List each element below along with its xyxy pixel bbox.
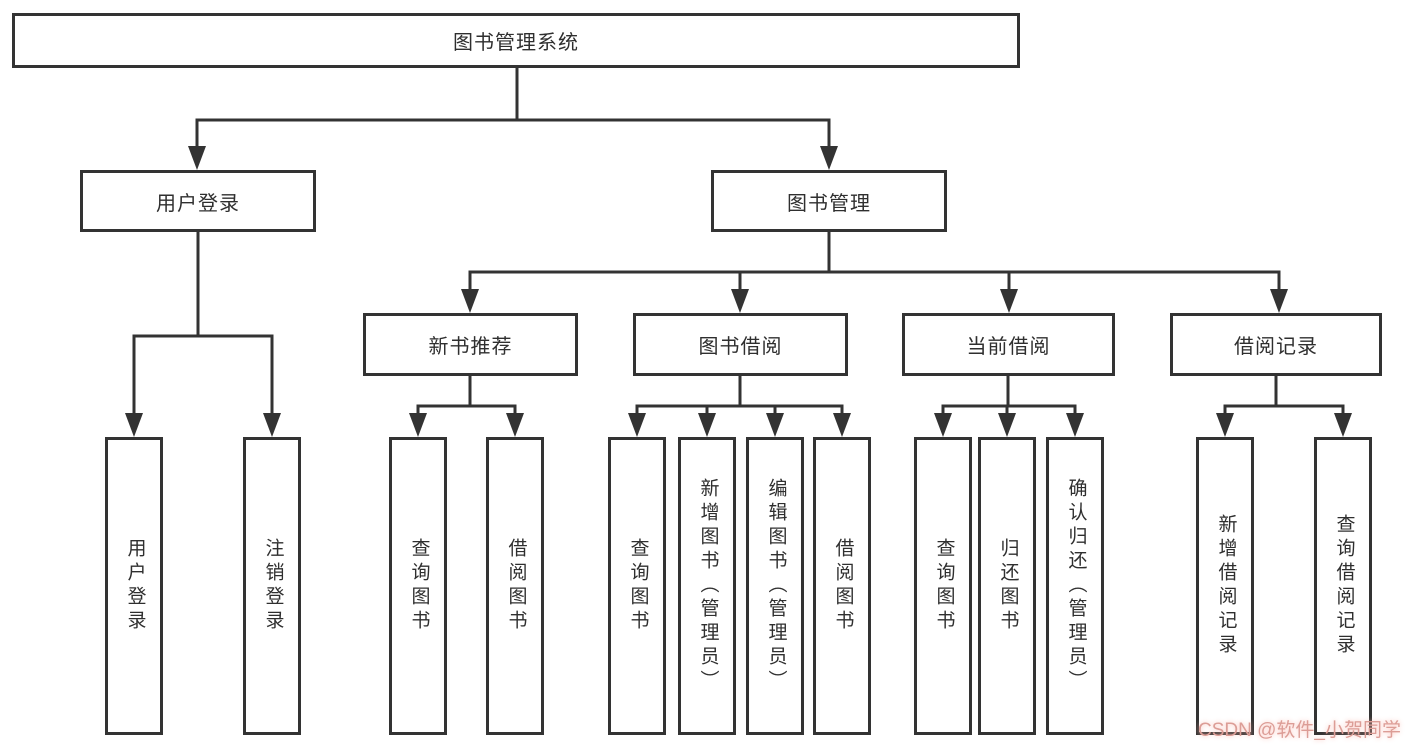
arrow-icon — [628, 413, 646, 437]
leaf-label: 借阅图书 — [832, 538, 854, 634]
arrow-icon — [188, 146, 206, 170]
arrow-icon — [1270, 289, 1288, 313]
arrow-icon — [461, 289, 479, 313]
arrow-icon — [731, 289, 749, 313]
leaf-label: 新增图书（管理员） — [697, 478, 719, 694]
leaf-newbook-query: 查询图书 — [389, 437, 447, 735]
node-new-book-recommend: 新书推荐 — [363, 313, 578, 376]
connector-record-rail — [1223, 404, 1345, 416]
node-book-borrow: 图书借阅 — [633, 313, 848, 376]
node-current-borrow: 当前借阅 — [902, 313, 1115, 376]
connector-borrow-rail — [635, 404, 844, 416]
leaf-borrow-add-admin: 新增图书（管理员） — [678, 437, 736, 735]
connector-userlogin-rail — [132, 334, 274, 416]
leaf-label: 查询图书 — [408, 538, 430, 634]
arrowheads — [125, 146, 1352, 437]
arrow-icon — [1000, 289, 1018, 313]
leaf-current-confirm-admin: 确认归还（管理员） — [1046, 437, 1104, 735]
arrow-icon — [698, 413, 716, 437]
leaf-label: 用户登录 — [124, 538, 146, 634]
arrow-icon — [833, 413, 851, 437]
connector-current-rail — [941, 404, 1077, 416]
connector-root-rail — [195, 118, 831, 152]
leaf-label: 查询图书 — [933, 538, 955, 634]
leaf-label: 编辑图书（管理员） — [765, 478, 787, 694]
node-borrow-record: 借阅记录 — [1170, 313, 1382, 376]
csdn-watermark: CSDN @软件_小贺同学 — [1198, 720, 1401, 741]
arrow-icon — [766, 413, 784, 437]
leaf-current-query: 查询图书 — [914, 437, 972, 735]
node-book-management: 图书管理 — [711, 170, 947, 232]
leaf-label: 注销登录 — [262, 538, 284, 634]
leaf-label: 查询借阅记录 — [1333, 514, 1355, 658]
leaf-record-query: 查询借阅记录 — [1314, 437, 1372, 735]
leaf-borrow-edit-admin: 编辑图书（管理员） — [746, 437, 804, 735]
leaf-logout: 注销登录 — [243, 437, 301, 735]
arrow-icon — [1334, 413, 1352, 437]
connector-bookmgmt-rail — [468, 270, 1281, 292]
arrow-icon — [409, 413, 427, 437]
arrow-icon — [998, 413, 1016, 437]
leaf-label: 归还图书 — [997, 538, 1019, 634]
leaf-borrow-query: 查询图书 — [608, 437, 666, 735]
arrow-icon — [1216, 413, 1234, 437]
arrow-icon — [125, 413, 143, 437]
leaf-label: 确认归还（管理员） — [1065, 478, 1087, 694]
leaf-newbook-borrow: 借阅图书 — [486, 437, 544, 735]
node-user-login: 用户登录 — [80, 170, 316, 232]
arrow-icon — [820, 146, 838, 170]
arrow-icon — [1066, 413, 1084, 437]
leaf-current-return: 归还图书 — [978, 437, 1036, 735]
leaf-label: 查询图书 — [627, 538, 649, 634]
leaf-user-login: 用户登录 — [105, 437, 163, 735]
arrow-icon — [263, 413, 281, 437]
leaf-label: 借阅图书 — [505, 538, 527, 634]
connector-newbook-rail — [416, 404, 517, 416]
leaf-label: 新增借阅记录 — [1215, 514, 1237, 658]
node-root-system: 图书管理系统 — [12, 13, 1020, 68]
arrow-icon — [934, 413, 952, 437]
leaf-record-add: 新增借阅记录 — [1196, 437, 1254, 735]
leaf-borrow-book: 借阅图书 — [813, 437, 871, 735]
arrow-icon — [506, 413, 524, 437]
